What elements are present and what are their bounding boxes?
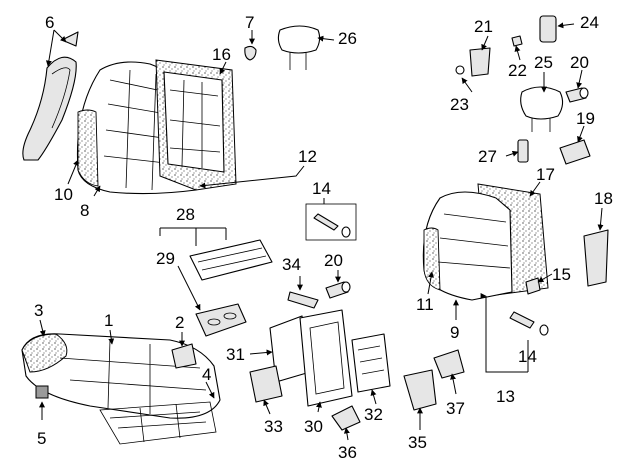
callout-17: 17 bbox=[536, 165, 555, 184]
part-19-latch bbox=[559, 139, 591, 165]
part-4-seat-frame bbox=[99, 401, 217, 445]
part-33-trim-panel bbox=[249, 365, 283, 403]
part-14-hardware-right bbox=[509, 311, 549, 336]
callout-33: 33 bbox=[264, 417, 283, 436]
part-18-bracket bbox=[583, 229, 609, 287]
callout-5: 5 bbox=[37, 429, 46, 448]
callout-25: 25 bbox=[534, 53, 553, 72]
callout-12: 12 bbox=[298, 147, 317, 166]
part-20-pin-right bbox=[565, 87, 589, 103]
part-27-guide bbox=[517, 139, 529, 163]
callout-20-right: 20 bbox=[570, 53, 589, 72]
callout-36: 36 bbox=[338, 443, 357, 462]
callout-29: 29 bbox=[156, 249, 175, 268]
part-37-hinge bbox=[433, 349, 465, 379]
callout-34: 34 bbox=[282, 255, 301, 274]
callout-32: 32 bbox=[364, 405, 383, 424]
part-6-side-trim bbox=[22, 31, 79, 161]
callout-23: 23 bbox=[450, 95, 469, 114]
callout-8: 8 bbox=[80, 201, 89, 220]
callout-30: 30 bbox=[304, 417, 323, 436]
part-7-clip bbox=[244, 45, 257, 61]
part-15-bolt bbox=[525, 277, 541, 295]
callout-11: 11 bbox=[416, 295, 434, 314]
part-22-screw bbox=[511, 35, 523, 47]
callout-1: 1 bbox=[104, 311, 113, 330]
part-20-pin-center bbox=[325, 281, 351, 299]
part-36-cover bbox=[331, 405, 361, 431]
callout-13: 13 bbox=[496, 387, 515, 406]
callout-18: 18 bbox=[594, 189, 613, 208]
part-32-frame-panel bbox=[351, 333, 391, 393]
callout-37: 37 bbox=[446, 399, 465, 418]
part-34-trim-strip bbox=[287, 291, 319, 309]
leader-lines bbox=[39, 22, 604, 441]
callout-20-center: 20 bbox=[324, 251, 343, 270]
callout-35: 35 bbox=[408, 433, 427, 452]
callout-16: 16 bbox=[212, 45, 231, 64]
callout-14-left: 14 bbox=[312, 179, 331, 198]
callout-3: 3 bbox=[34, 301, 43, 320]
part-21-bracket bbox=[469, 47, 491, 77]
callout-26: 26 bbox=[338, 29, 357, 48]
callout-2: 2 bbox=[175, 313, 184, 332]
callout-numbers: 1 2 3 4 5 6 7 8 9 10 11 12 13 14 14 15 1… bbox=[34, 13, 613, 462]
callout-14-right: 14 bbox=[518, 347, 537, 366]
callout-6: 6 bbox=[45, 13, 54, 32]
part-9-seatback-right bbox=[422, 183, 549, 301]
part-30-center-frame bbox=[299, 309, 353, 407]
part-1-seat-cushion bbox=[21, 333, 221, 419]
part-29-cupholder bbox=[195, 303, 247, 337]
callout-10: 10 bbox=[54, 185, 73, 204]
callout-15: 15 bbox=[552, 265, 571, 284]
callout-19: 19 bbox=[576, 109, 595, 128]
callout-4: 4 bbox=[202, 365, 211, 384]
part-23-washer bbox=[455, 65, 465, 75]
part-28-armrest bbox=[189, 239, 273, 281]
part-14-hardware-left bbox=[305, 203, 357, 241]
part-26-headrest bbox=[277, 25, 321, 70]
callout-22: 22 bbox=[508, 61, 527, 80]
part-16-backrest-frame bbox=[155, 59, 237, 191]
callout-24: 24 bbox=[580, 13, 599, 32]
part-5-clip bbox=[35, 385, 49, 399]
part-24-escutcheon bbox=[539, 15, 557, 43]
callout-31: 31 bbox=[226, 345, 245, 364]
callout-21: 21 bbox=[474, 17, 493, 36]
callout-28: 28 bbox=[176, 205, 195, 224]
part-35-bracket bbox=[403, 369, 437, 411]
part-2-bracket bbox=[171, 343, 197, 369]
callout-9: 9 bbox=[450, 323, 459, 342]
callout-7: 7 bbox=[245, 13, 254, 32]
part-25-headrest bbox=[520, 86, 564, 132]
callout-27: 27 bbox=[478, 147, 497, 166]
